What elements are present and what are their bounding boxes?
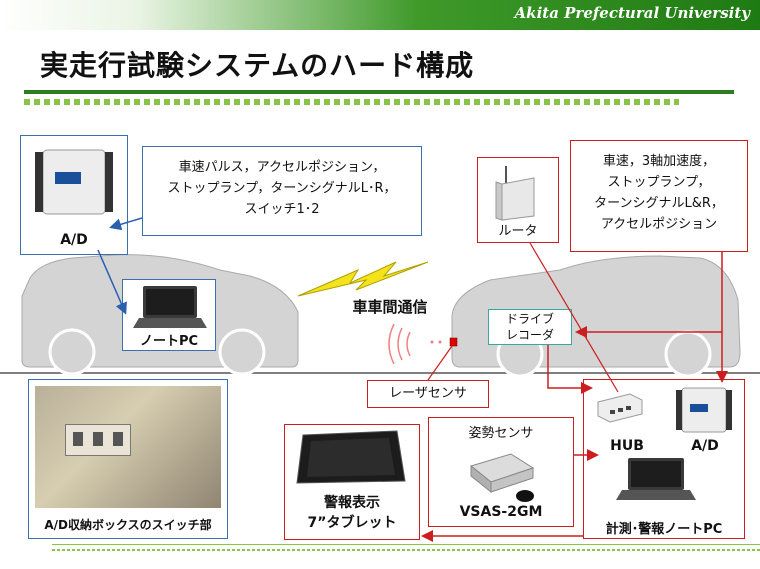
tablet-label: 警報表示 7”タブレット: [285, 493, 419, 533]
footer-dotted-line: [52, 549, 760, 551]
slide-title: 実走行試験システムのハード構成: [40, 49, 475, 82]
tablet-icon: [296, 430, 406, 484]
drive-recorder-line2: レコーダ: [505, 328, 554, 342]
drive-recorder-line1: ドライブ: [505, 312, 554, 326]
drive-recorder-box: ドライブ レコーダ: [488, 309, 572, 345]
signals-right-box: 車速，3軸加速度， ストップランプ， ターンシグナルL&R， アクセルポジション: [570, 140, 748, 252]
tablet-label-line1: 警報表示: [324, 495, 380, 511]
switch-box-photo: [35, 386, 221, 508]
laptop-left-box: ノートPC: [122, 279, 216, 351]
measure-ad-label: A/D: [691, 438, 719, 454]
measure-pc-icons: [597, 387, 732, 500]
signals-right-line: ターンシグナルL&R，: [594, 196, 724, 211]
hub-label: HUB: [610, 438, 644, 454]
attitude-sensor-box: 姿勢センサ VSAS-2GM: [428, 417, 574, 527]
title-underline: [24, 90, 734, 94]
title-dotted-line: [24, 99, 679, 105]
router-box: ルータ: [477, 157, 559, 243]
laser-sensor-box: レーザセンサ: [367, 380, 489, 408]
v2v-label: 車車間通信: [352, 298, 428, 316]
left-car-wheel-rear: [48, 328, 96, 376]
signals-right-line: ストップランプ，: [607, 175, 711, 190]
signals-right-line: 車速，3軸加速度，: [602, 154, 716, 169]
router-label: ルータ: [498, 224, 538, 239]
tablet-label-line2: 7”タブレット: [307, 515, 397, 531]
ad-device-box: A/D: [20, 135, 128, 255]
laser-sensor-marker: [449, 337, 458, 347]
switch-box-label: A/D収納ボックスのスイッチ部: [44, 518, 212, 532]
toggle-switch-icon: [113, 432, 123, 446]
attitude-sensor-icon: [469, 453, 535, 502]
measure-pc-box: HUB A/D 計測･警報ノートPC: [583, 379, 745, 539]
attitude-sensor-model: VSAS-2GM: [459, 504, 543, 520]
laser-beam-arcs: [388, 323, 411, 365]
toggle-switch-icon: [93, 432, 103, 446]
ad-label: A/D: [60, 232, 88, 248]
header-bar: [0, 0, 760, 30]
signals-right-line: アクセルポジション: [600, 217, 718, 232]
toggle-switch-icon: [73, 432, 83, 446]
left-car-wheel-front: [218, 328, 266, 376]
lightning-bolt-icon: [297, 261, 429, 297]
measure-pc-label: 計測･警報ノートPC: [605, 522, 723, 537]
switch-box-panel: A/D収納ボックスのスイッチ部: [28, 379, 228, 539]
router-icon: [495, 166, 535, 221]
laptop-icon: [133, 286, 207, 328]
footer-line: [52, 544, 760, 545]
signals-left-line: ストップランプ，ターンシグナルL･R，: [167, 181, 397, 196]
right-car-wheel-rear: [664, 330, 712, 378]
university-name: Akita Prefectural University: [514, 4, 750, 22]
attitude-sensor-title: 姿勢センサ: [468, 426, 534, 441]
ad-device-icon: [35, 149, 113, 215]
signals-left-line: 車速パルス，アクセルポジション，: [178, 160, 386, 175]
signals-left-line: スイッチ1･2: [244, 202, 320, 217]
signals-left-box: 車速パルス，アクセルポジション， ストップランプ，ターンシグナルL･R， スイッ…: [142, 146, 422, 236]
tablet-box: 警報表示 7”タブレット: [284, 424, 420, 540]
laptop-left-label: ノートPC: [139, 334, 199, 349]
